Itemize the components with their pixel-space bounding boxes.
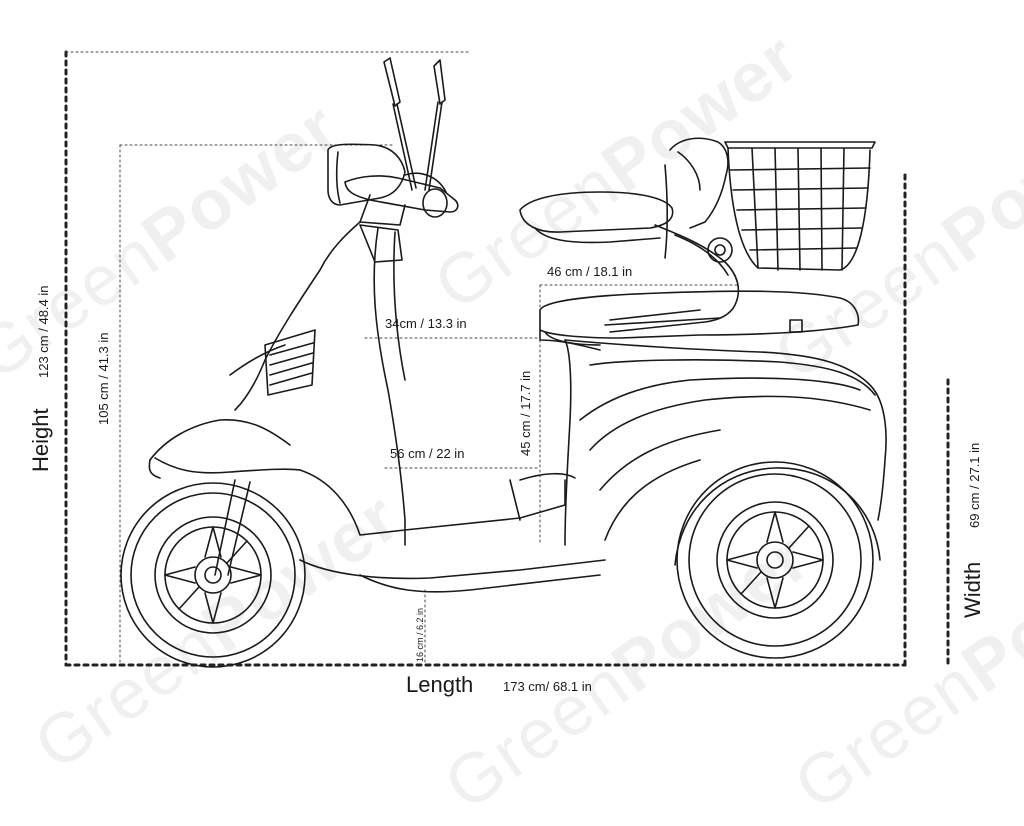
guide-lines (65, 51, 739, 666)
front-body (229, 221, 406, 521)
height-value: 123 cm / 48.4 in (36, 285, 51, 379)
front-wheel (120, 482, 306, 668)
seat-width-value: 46 cm / 18.1 in (547, 264, 633, 279)
seat-to-floor-value: 45 cm / 17.7 in (518, 370, 533, 456)
width-title: Width (960, 561, 985, 618)
backrest (664, 137, 729, 259)
floor-length-value: 56 cm / 22 in (390, 446, 465, 461)
rear-wheel (674, 461, 881, 659)
armrest (519, 191, 740, 333)
knee-room-value: 34cm / 13.3 in (385, 316, 467, 331)
seat (539, 290, 860, 346)
height-title: Height (28, 408, 53, 472)
ground-clearance-value: 16 cm / 6.2 in (415, 607, 425, 662)
scooter-diagram: GreenPower GreenPower GreenPower GreenPo… (0, 17, 1024, 824)
handlebar (327, 143, 459, 226)
seat-height-value: 105 cm / 41.3 in (96, 332, 111, 426)
rear-body (539, 329, 887, 546)
length-title: Length (406, 672, 474, 697)
scooter-line-art (64, 50, 950, 668)
width-value: 69 cm / 27.1 in (967, 442, 982, 528)
dimension-lines (64, 50, 950, 667)
length-value: 173 cm/ 68.1 in (503, 679, 592, 694)
basket (724, 141, 876, 271)
front-fender (148, 419, 301, 479)
floorboard (299, 469, 606, 593)
mirrors (383, 57, 446, 191)
